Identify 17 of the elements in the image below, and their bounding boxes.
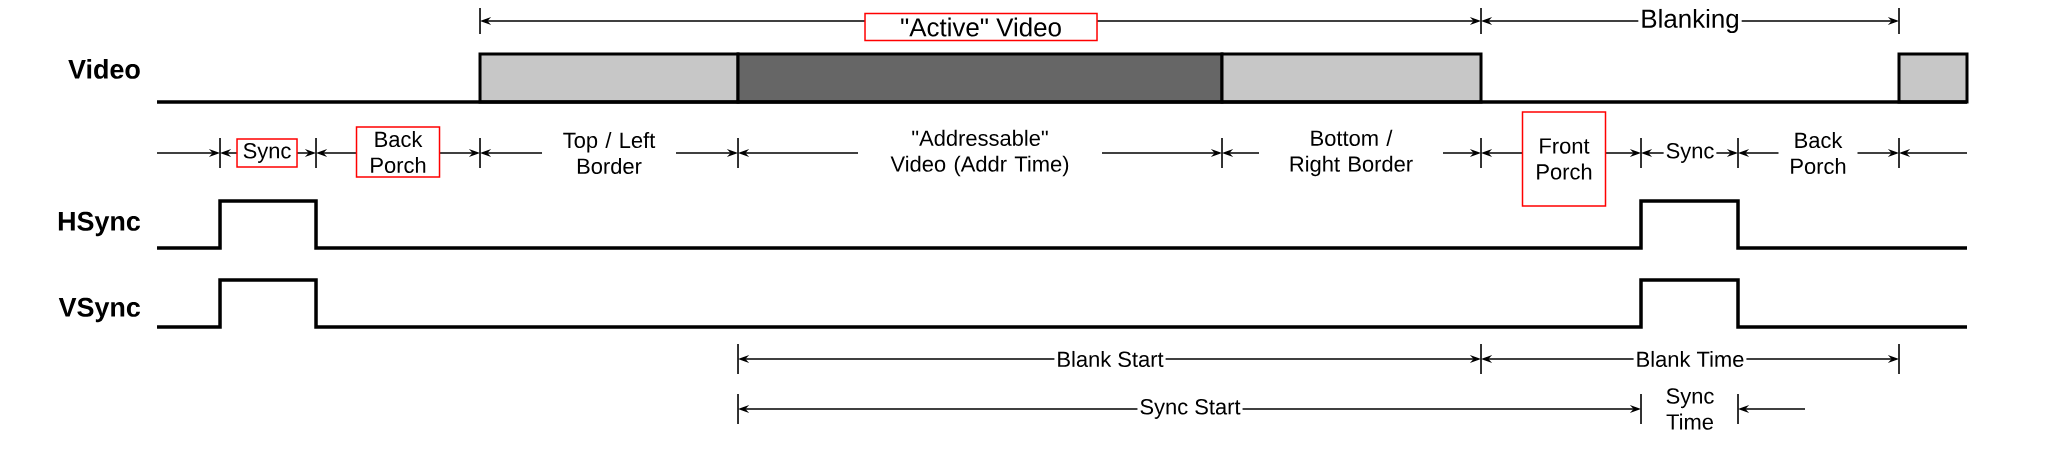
timing-label: Sync Time: [1657, 386, 1723, 432]
timing-label: Blanking: [1638, 6, 1742, 36]
timing-label: Blank Start: [1054, 348, 1166, 370]
timing-label: Sync: [1663, 141, 1717, 165]
timing-label: "Addressable" Video (Addr Time): [858, 127, 1102, 179]
timing-label: Blank Time: [1633, 348, 1747, 370]
timing-label: Sync Start: [1137, 397, 1243, 421]
signal-name: Video: [68, 59, 140, 79]
signal-name: VSync: [58, 297, 141, 323]
timing-label: Bottom / Right Border: [1259, 127, 1443, 179]
highlight-box: Sync: [236, 138, 298, 168]
highlight-box: Front Porch: [1521, 111, 1607, 207]
highlight-box: "Active" Video: [864, 12, 1098, 42]
highlight-box: Back Porch: [355, 126, 441, 178]
timing-label: Back Porch: [1778, 130, 1858, 176]
signal-name: HSync: [58, 211, 141, 237]
timing-label: Top / Left Border: [542, 130, 676, 176]
